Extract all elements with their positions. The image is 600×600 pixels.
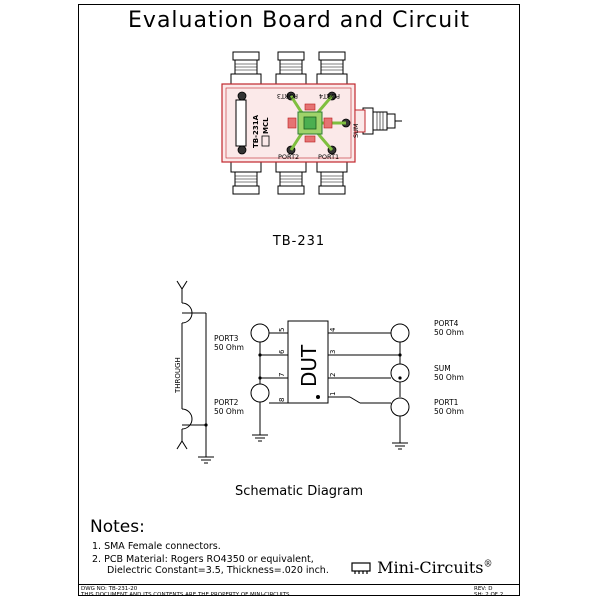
junction-dot	[258, 353, 262, 357]
port3-connector-left	[250, 323, 288, 371]
port3-impedance: 50 Ohm	[214, 343, 244, 352]
pcb-part-text: TB-231A	[252, 114, 260, 148]
pin-number: 4	[329, 327, 337, 332]
sma-connector-bottom-center	[275, 161, 307, 195]
pcb-label-port4: PORT4	[319, 92, 340, 100]
pcb-label-port3: PORT3	[277, 92, 298, 100]
footer-right: REV: D SH: 2 OF 2	[474, 586, 503, 598]
through-line	[176, 280, 214, 464]
port1-name: PORT1	[434, 398, 459, 407]
pin-number: 5	[278, 328, 286, 332]
chip-icon	[351, 562, 371, 574]
logo-text: Mini-Circuits	[377, 558, 484, 577]
junction-dot	[204, 423, 208, 427]
port4-name: PORT4	[434, 319, 459, 328]
junction-dot	[258, 376, 262, 380]
port4-connector-right	[328, 323, 410, 360]
pcb-board	[221, 83, 366, 163]
pin-number: 8	[278, 398, 286, 402]
registered-mark: ®	[483, 559, 493, 570]
port2-impedance: 50 Ohm	[214, 407, 244, 416]
schematic-caption: Schematic Diagram	[234, 484, 364, 499]
pcb-label-port2: PORT2	[278, 153, 299, 161]
note-item: Dielectric Constant=3.5, Thickness=.020 …	[107, 565, 329, 576]
pin-number: 3	[329, 350, 337, 354]
sma-connector-top-right	[316, 51, 348, 85]
sum-name: SUM	[434, 364, 451, 373]
note-item: 1. SMA Female connectors.	[92, 541, 221, 552]
footer-left: DWG NO: TB-231-20 THIS DOCUMENT AND ITS …	[81, 586, 291, 598]
port1-connector-right	[328, 360, 410, 450]
proprietary-notice: THIS DOCUMENT AND ITS CONTENTS ARE THE P…	[81, 592, 292, 598]
pin-number: 1	[329, 392, 337, 396]
pcb-label-port1: PORT1	[318, 153, 339, 161]
pin-number: 2	[329, 373, 337, 377]
sma-connector-right	[362, 107, 402, 135]
junction-dot	[398, 376, 402, 380]
sheet-number: SH: 2 OF 2	[474, 592, 504, 598]
sma-connector-top-left	[230, 51, 262, 85]
dut-box	[287, 320, 329, 404]
pcb-logo-box	[261, 135, 270, 147]
footer-divider	[78, 584, 520, 585]
mini-circuits-logo: Mini-Circuits®	[350, 558, 492, 577]
pin-number: 7	[278, 373, 286, 377]
port4-impedance: 50 Ohm	[434, 328, 464, 337]
through-label: THROUGH	[174, 357, 182, 394]
schematic-diagram: 5 6 7 8 4 3 2 1 DUT THROUGH PORT3 50 Ohm…	[174, 280, 464, 464]
pin1-marker-dot	[316, 395, 320, 399]
notes-heading: Notes:	[90, 517, 145, 537]
sma-connector-bottom-right	[316, 161, 348, 195]
board-model-label: TB-231	[272, 234, 326, 249]
page-title: Evaluation Board and Circuit	[128, 8, 470, 33]
pcb-brand-mark: MCL	[262, 117, 270, 134]
port3-name: PORT3	[214, 334, 239, 343]
port1-impedance: 50 Ohm	[434, 407, 464, 416]
port2-connector-left	[250, 371, 288, 442]
dut-label: DUT	[297, 344, 321, 387]
sma-connector-top-center	[275, 51, 307, 85]
sma-connector-bottom-left	[230, 161, 262, 195]
evaluation-board-drawing: TB-231A MCL PORT3 PORT4 PORT2 PORT1 SUM	[221, 51, 402, 195]
page-border	[78, 4, 520, 596]
sum-connector-right	[328, 363, 410, 397]
junction-dot	[398, 353, 402, 357]
note-item: 2. PCB Material: Rogers RO4350 or equiva…	[92, 554, 314, 565]
pin-number: 6	[278, 349, 286, 354]
sum-impedance: 50 Ohm	[434, 373, 464, 382]
drawing-number: DWG NO: TB-231-20	[81, 586, 138, 592]
port2-name: PORT2	[214, 398, 239, 407]
revision: REV: D	[474, 586, 493, 592]
pcb-label-sum: SUM	[352, 124, 360, 139]
